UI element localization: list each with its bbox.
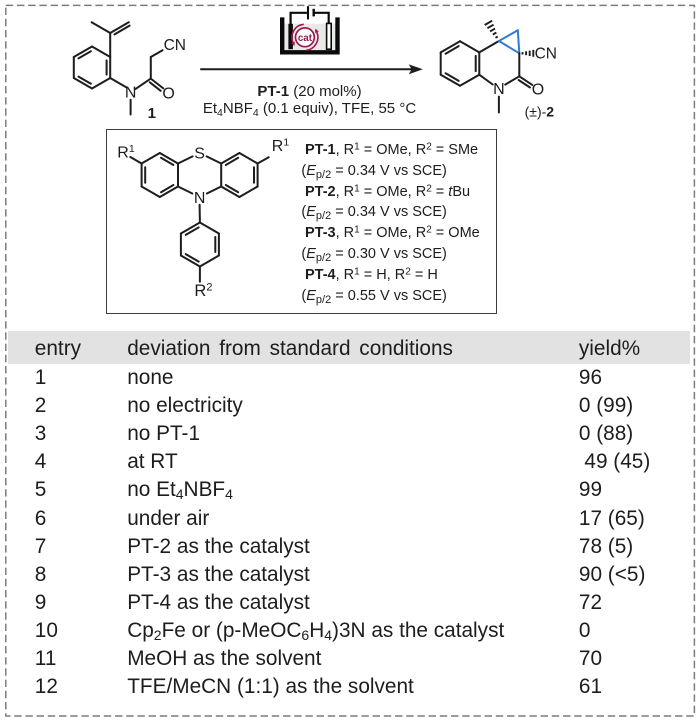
svg-text:CN: CN [535,45,557,62]
svg-text:N: N [125,85,137,102]
svg-text:N: N [194,190,206,207]
svg-text:O: O [532,81,544,98]
svg-text:N: N [493,81,505,98]
svg-text:O: O [162,85,174,102]
svg-text:CN: CN [164,37,186,54]
svg-text:1: 1 [148,105,156,122]
svg-text:S: S [194,145,205,162]
svg-text:cat: cat [298,33,313,44]
svg-text:R1: R1 [272,137,290,156]
svg-text:R2: R2 [194,281,212,300]
svg-text:(±)-2: (±)-2 [525,104,555,120]
